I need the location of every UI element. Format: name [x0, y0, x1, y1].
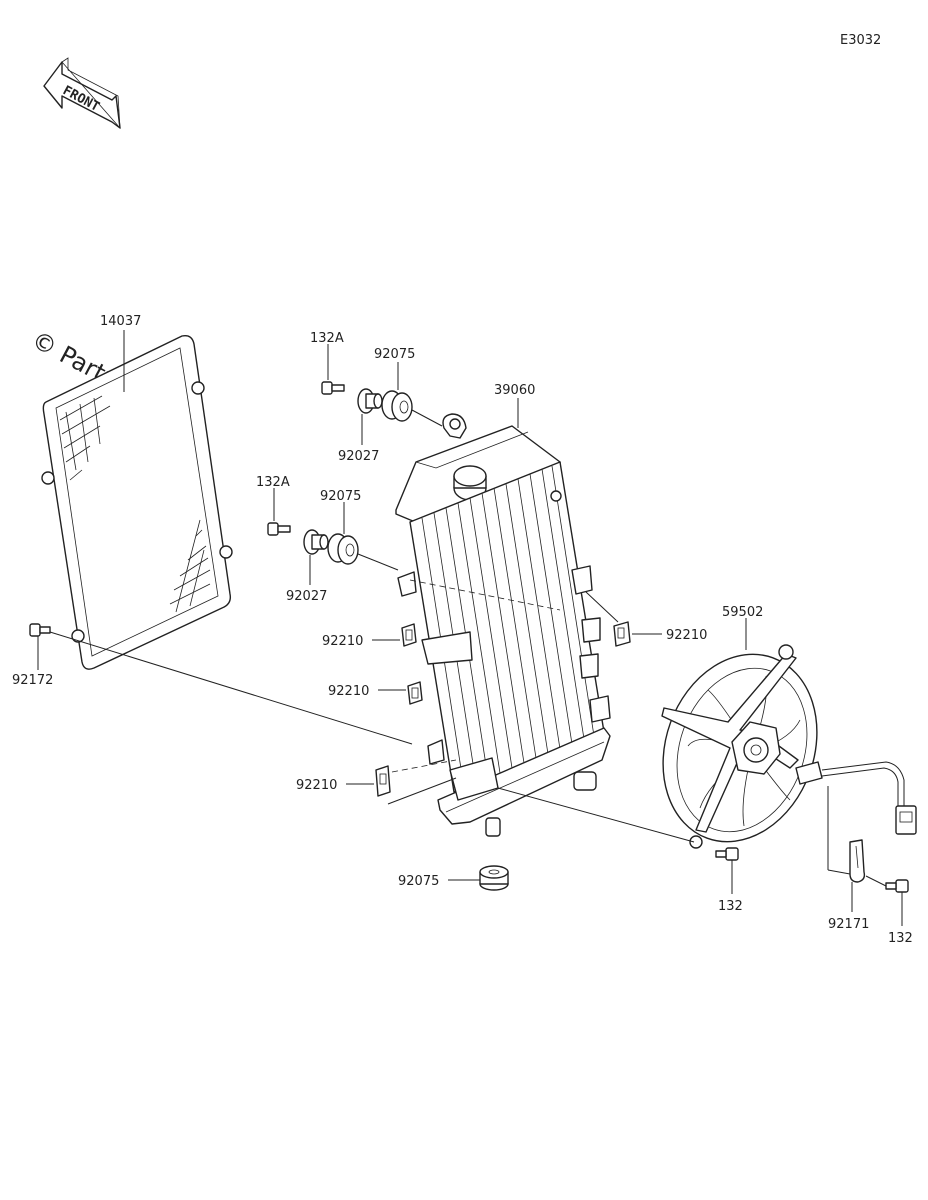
radiator-39060 — [395, 413, 611, 837]
grommet-92075-mid — [327, 533, 359, 565]
leader-mid-mount-path — [357, 553, 399, 571]
callout-39060: 39060 — [494, 383, 535, 398]
clip-92210-left-c — [375, 765, 391, 797]
bracket-92171 — [849, 839, 866, 883]
leader-fan-path — [497, 787, 695, 843]
callout-92172: 92172 — [12, 673, 53, 688]
fan-assembly-59502 — [661, 644, 917, 849]
leader-top-mount-path — [411, 409, 443, 427]
bolt-132a-top — [321, 381, 345, 395]
radiator-screen — [41, 334, 233, 670]
leader-132-right-path — [865, 875, 887, 887]
clip-92210-left-b — [407, 681, 423, 705]
bolt-92172 — [29, 623, 51, 637]
callout-92210-right: 92210 — [666, 628, 707, 643]
collar-92027-mid — [303, 529, 329, 555]
callout-92027-top: 92027 — [338, 449, 379, 464]
clip-92210-right — [613, 621, 631, 647]
callout-14037: 14037 — [100, 314, 141, 329]
bolt-132-right — [885, 879, 909, 893]
hidden-line-1 — [409, 579, 561, 611]
leader-92171-link — [827, 869, 851, 875]
front-arrow-icon: FRONT — [43, 57, 121, 130]
collar-92027-top — [357, 388, 383, 414]
leader-92210-left-c-path — [387, 777, 457, 805]
callout-92210-left-c: 92210 — [296, 778, 337, 793]
callout-92075-top: 92075 — [374, 347, 415, 362]
diagram-code: E3032 — [840, 33, 881, 48]
bolt-132-fan — [715, 847, 739, 861]
clip-92210-left-a — [401, 623, 417, 647]
callout-92027-mid: 92027 — [286, 589, 327, 604]
callout-132a-mid: 132A — [256, 475, 290, 490]
grommet-92075-bottom — [479, 865, 509, 891]
grommet-92075-top — [381, 390, 413, 422]
leader-92210-right-path — [585, 591, 619, 623]
callout-92171: 92171 — [828, 917, 869, 932]
bolt-132a-mid — [267, 522, 291, 536]
callout-92075-mid: 92075 — [320, 489, 361, 504]
callout-59502: 59502 — [722, 605, 763, 620]
callout-132-right: 132 — [888, 931, 913, 946]
hidden-line-2 — [391, 759, 457, 773]
callout-132a-top: 132A — [310, 331, 344, 346]
leader-92172-path — [49, 631, 413, 745]
callout-92075-bottom: 92075 — [398, 874, 439, 889]
callout-92210-left-b: 92210 — [328, 684, 369, 699]
callout-132-fan: 132 — [718, 899, 743, 914]
callout-92210-left-a: 92210 — [322, 634, 363, 649]
